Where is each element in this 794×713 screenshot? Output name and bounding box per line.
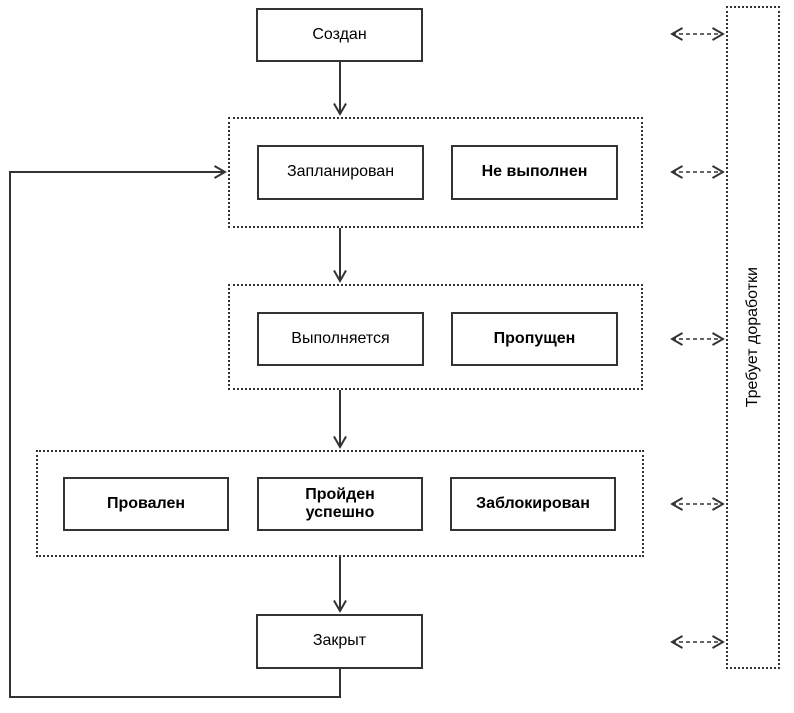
node-skipped: Пропущен [451, 312, 618, 366]
node-failed-label: Провален [106, 494, 186, 512]
node-planned-label: Запланирован [286, 163, 395, 181]
node-closed-label: Закрыт [312, 632, 367, 650]
group-planned-states [228, 117, 643, 228]
node-failed: Провален [63, 477, 229, 531]
rework-panel: Требует доработки [726, 6, 780, 669]
node-created: Создан [256, 8, 423, 62]
node-running-label: Выполняется [291, 329, 390, 347]
node-not-executed-label: Не выполнен [481, 163, 588, 181]
node-passed-label: Пройден успешно [305, 485, 375, 521]
node-running: Выполняется [257, 312, 424, 366]
node-blocked-label: Заблокирован [476, 494, 590, 512]
group-result-states [36, 450, 644, 557]
node-passed: Пройден успешно [257, 477, 423, 531]
node-blocked: Заблокирован [450, 477, 616, 531]
group-running-states [228, 284, 643, 390]
node-skipped-label: Пропущен [493, 329, 576, 347]
node-created-label: Создан [312, 25, 367, 43]
node-not-executed: Не выполнен [451, 145, 618, 200]
node-planned: Запланирован [257, 145, 424, 200]
rework-panel-label: Требует доработки [744, 267, 761, 408]
node-closed: Закрыт [256, 614, 423, 669]
